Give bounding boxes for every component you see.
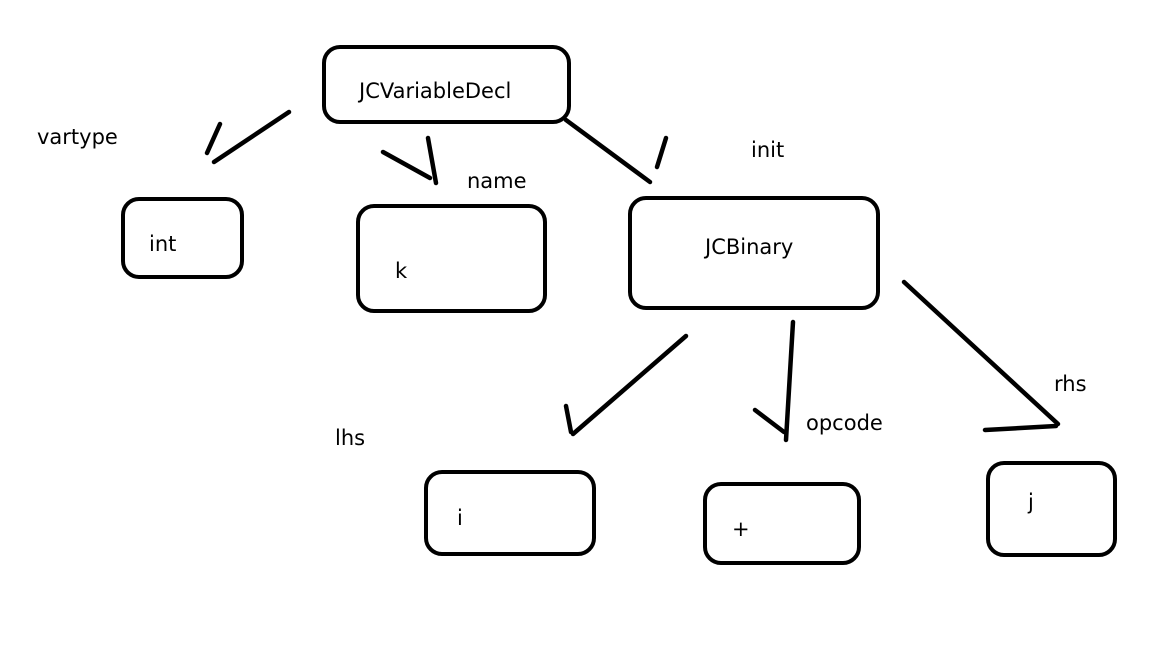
edge-vartype-arrow xyxy=(204,109,292,165)
node-jcvariabledecl-label: JCVariableDecl xyxy=(357,79,511,103)
edge-rhs-arrow xyxy=(901,279,1061,433)
node-j-label: j xyxy=(1027,490,1034,514)
node-int: int xyxy=(121,197,244,279)
node-jcbinary: JCBinary xyxy=(628,196,880,310)
edge-lhs-arrow xyxy=(563,333,689,437)
node-i: i xyxy=(424,470,596,556)
edge-label-opcode: opcode xyxy=(806,411,883,435)
node-j: j xyxy=(986,461,1117,557)
node-k-label: k xyxy=(395,259,408,283)
edge-opcode-arrow xyxy=(752,319,796,443)
node-k: k xyxy=(356,204,547,313)
node-jcvariabledecl: JCVariableDecl xyxy=(322,45,571,124)
node-plus-label: + xyxy=(732,517,750,541)
edge-name-arrow xyxy=(380,135,439,186)
node-int-label: int xyxy=(149,232,176,256)
edge-init-arrow xyxy=(563,117,669,185)
node-i-label: i xyxy=(457,506,463,530)
edge-label-vartype: vartype xyxy=(37,125,118,149)
edge-label-lhs: lhs xyxy=(335,426,365,450)
edge-label-init: init xyxy=(751,138,784,162)
node-plus: + xyxy=(703,482,861,565)
edge-label-name: name xyxy=(467,169,527,193)
node-jcbinary-label: JCBinary xyxy=(703,235,793,259)
edge-label-rhs: rhs xyxy=(1054,372,1087,396)
